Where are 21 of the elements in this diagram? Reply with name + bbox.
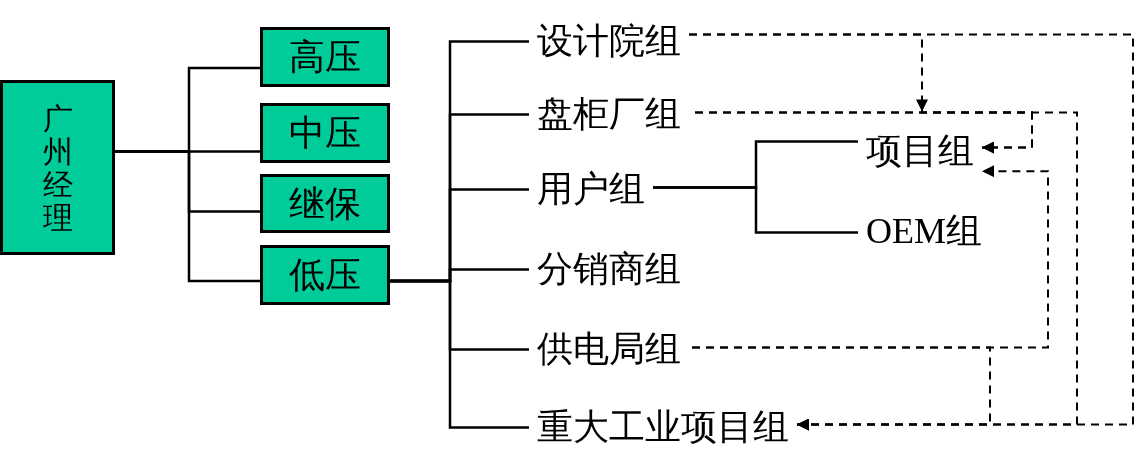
org-box xyxy=(0,80,115,255)
group-label: 供电局组 xyxy=(537,328,681,371)
group-label: 项目组 xyxy=(866,130,974,173)
connector-line xyxy=(653,186,858,234)
box-label: 继保 xyxy=(289,185,361,222)
box-label: 中压 xyxy=(289,115,361,151)
group-label: 分销商组 xyxy=(537,248,681,291)
org-box xyxy=(260,245,390,305)
org-box xyxy=(260,27,390,87)
group-label: 设计院组 xyxy=(537,20,681,63)
group-label: 用户组 xyxy=(537,168,645,211)
group-label: 重大工业项目组 xyxy=(537,406,789,449)
box-label: 广州经理 xyxy=(42,101,73,234)
box-label: 高压 xyxy=(289,39,361,75)
org-box xyxy=(260,174,390,233)
org-box xyxy=(260,103,390,163)
group-label: OEM组 xyxy=(866,210,982,253)
connector-line xyxy=(115,150,260,283)
group-label: 盘柜厂组 xyxy=(537,93,681,136)
connector-line xyxy=(390,279,529,429)
box-label: 低压 xyxy=(289,257,361,293)
